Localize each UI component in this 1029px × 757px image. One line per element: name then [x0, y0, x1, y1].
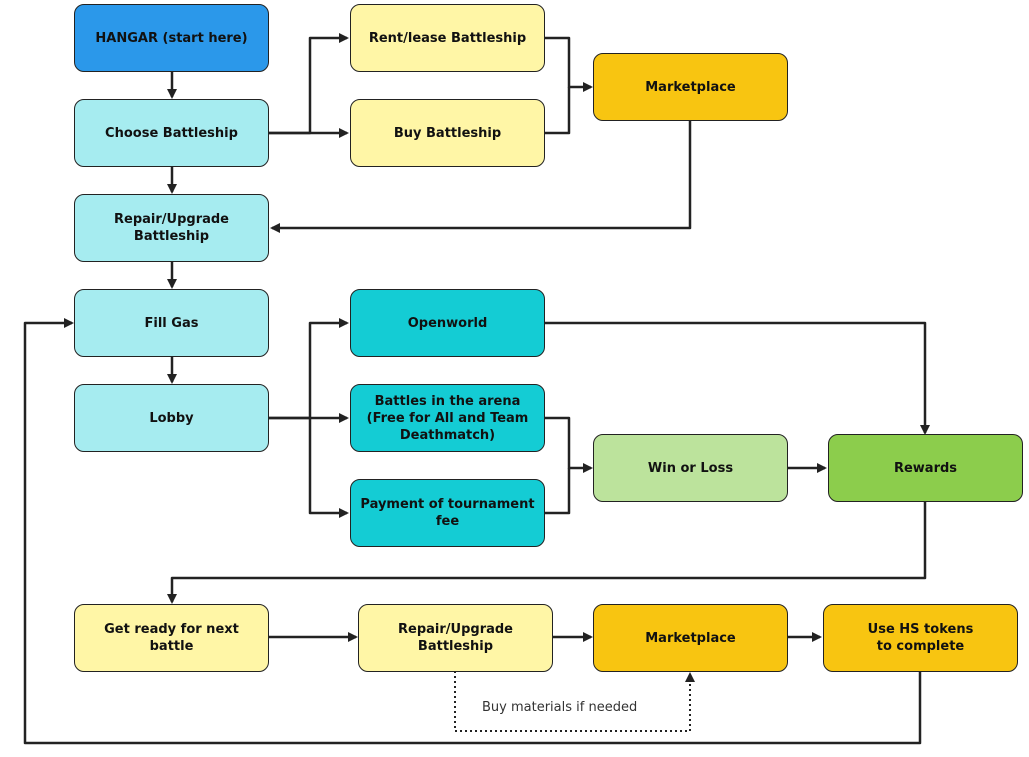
lobby-label: Lobby — [149, 410, 194, 426]
edge-tournament-win — [545, 468, 571, 515]
marketplace-bottom-label: Marketplace — [645, 630, 736, 646]
edge-arena-win — [545, 416, 593, 473]
tournament-fee-label: Payment of tournament fee — [360, 497, 535, 529]
choose-battleship-node: Choose Battleship — [74, 99, 269, 167]
edge-rent-market — [545, 36, 593, 92]
battles-arena-node: Battles in the arena (Free for All and T… — [350, 384, 545, 452]
openworld-node: Openworld — [350, 289, 545, 357]
get-ready-label: Get ready for next battle — [104, 622, 239, 654]
rent-lease-label: Rent/lease Battleship — [368, 30, 527, 46]
battles-arena-label: Battles in the arena (Free for All and T… — [366, 393, 529, 443]
choose-battleship-label: Choose Battleship — [105, 125, 238, 141]
fill-gas-node: Fill Gas — [74, 289, 269, 357]
openworld-label: Openworld — [407, 315, 488, 331]
buy-materials-label: Buy materials if needed — [482, 700, 638, 715]
repair-upgrade-top-label: Repair/Upgrade Battleship — [114, 212, 229, 244]
marketplace-bottom-node: Marketplace — [593, 604, 788, 672]
edge-tokens-fillgas — [23, 318, 922, 745]
win-or-loss-label: Win or Loss — [647, 460, 734, 476]
repair-upgrade-top-node: Repair/Upgrade Battleship — [74, 194, 269, 262]
buy-battleship-node: Buy Battleship — [350, 99, 545, 167]
rewards-label: Rewards — [893, 460, 958, 476]
get-ready-node: Get ready for next battle — [74, 604, 269, 672]
tournament-fee-node: Payment of tournament fee — [350, 479, 545, 547]
edge-market-repair — [270, 121, 692, 233]
edge-rewards-getready — [167, 502, 927, 604]
fill-gas-label: Fill Gas — [144, 315, 199, 331]
hangar-node: HANGAR (start here) — [74, 4, 269, 72]
marketplace-top-node: Marketplace — [593, 53, 788, 121]
edge-choose-rent — [269, 33, 349, 135]
edge-lobby-openworld — [269, 318, 349, 420]
edge-openworld-rewards — [545, 321, 930, 435]
edge-buy-market — [545, 87, 571, 135]
hangar-label: HANGAR (start here) — [95, 30, 248, 46]
edge-lobby-tournament — [308, 418, 349, 518]
edge-materials-dotted — [454, 671, 695, 732]
win-or-loss-node: Win or Loss — [593, 434, 788, 502]
repair-upgrade-bottom-label: Repair/Upgrade Battleship — [398, 622, 513, 654]
repair-upgrade-bottom-node: Repair/Upgrade Battleship — [358, 604, 553, 672]
rewards-node: Rewards — [828, 434, 1023, 502]
use-hs-tokens-node: Use HS tokens to complete — [823, 604, 1018, 672]
rent-lease-node: Rent/lease Battleship — [350, 4, 545, 72]
lobby-node: Lobby — [74, 384, 269, 452]
use-hs-tokens-label: Use HS tokens to complete — [867, 622, 974, 654]
buy-battleship-label: Buy Battleship — [393, 125, 502, 141]
marketplace-top-label: Marketplace — [645, 79, 736, 95]
